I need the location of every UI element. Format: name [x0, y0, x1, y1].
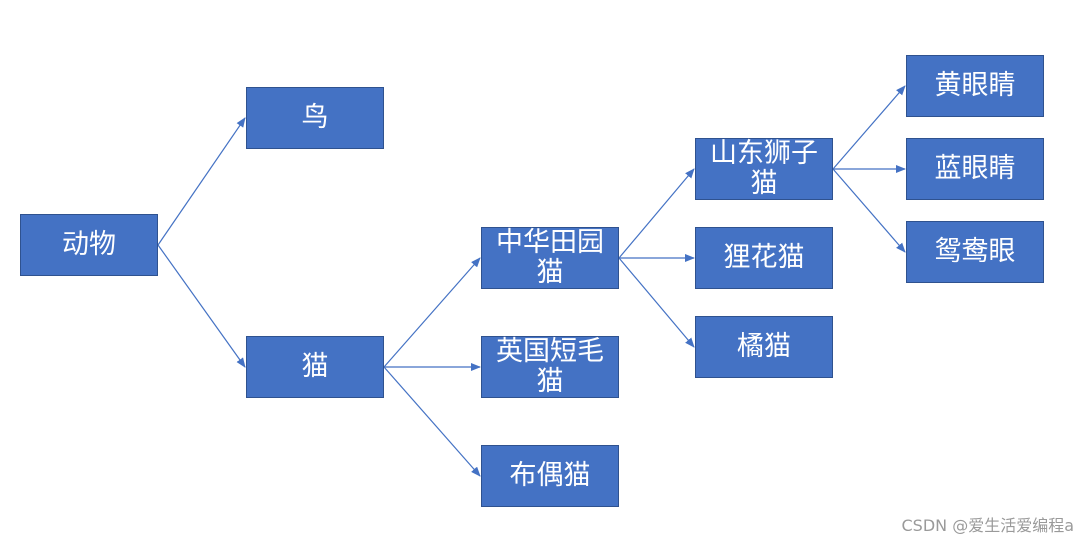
node-cat: 猫: [246, 336, 384, 398]
node-odd-eyes: 鸳鸯眼: [906, 221, 1044, 283]
node-animal: 动物: [20, 214, 158, 276]
edge-shandong-odd: [832, 168, 906, 253]
node-shandong-lion-cat-label: 山东狮子猫: [710, 138, 818, 199]
node-ragdoll: 布偶猫: [481, 445, 619, 507]
node-yellow-eyes-label: 黄眼睛: [934, 70, 1016, 101]
node-yellow-eyes: 黄眼睛: [906, 55, 1044, 117]
node-lihua-cat: 狸花猫: [695, 227, 833, 289]
node-cat-label: 猫: [301, 351, 329, 382]
node-chinese-cat-label: 中华田园猫: [496, 227, 604, 288]
node-chinese-cat: 中华田园猫: [481, 227, 619, 289]
node-shandong-lion-cat: 山东狮子猫: [695, 138, 833, 200]
edge-cat-ragdoll: [383, 366, 481, 477]
edge-cat-chinese: [383, 257, 481, 368]
edge-chinese-orange: [618, 257, 695, 348]
node-british-shorthair: 英国短毛猫: [481, 336, 619, 398]
node-blue-eyes-label: 蓝眼睛: [934, 153, 1016, 184]
edge-animal-bird: [157, 117, 246, 246]
node-british-shorthair-label: 英国短毛猫: [496, 336, 604, 397]
node-bird: 鸟: [246, 87, 384, 149]
node-bird-label: 鸟: [301, 102, 329, 133]
edge-chinese-shandong: [618, 168, 695, 259]
node-orange-cat: 橘猫: [695, 316, 833, 378]
node-odd-eyes-label: 鸳鸯眼: [934, 236, 1016, 267]
node-animal-label: 动物: [62, 229, 116, 260]
node-lihua-cat-label: 狸花猫: [723, 242, 805, 273]
node-ragdoll-label: 布偶猫: [509, 460, 591, 491]
node-blue-eyes: 蓝眼睛: [906, 138, 1044, 200]
node-orange-cat-label: 橘猫: [737, 331, 791, 362]
watermark: CSDN @爱生活爱编程a: [901, 516, 1074, 535]
edge-animal-cat: [157, 244, 246, 368]
edge-shandong-yellow: [832, 85, 906, 170]
